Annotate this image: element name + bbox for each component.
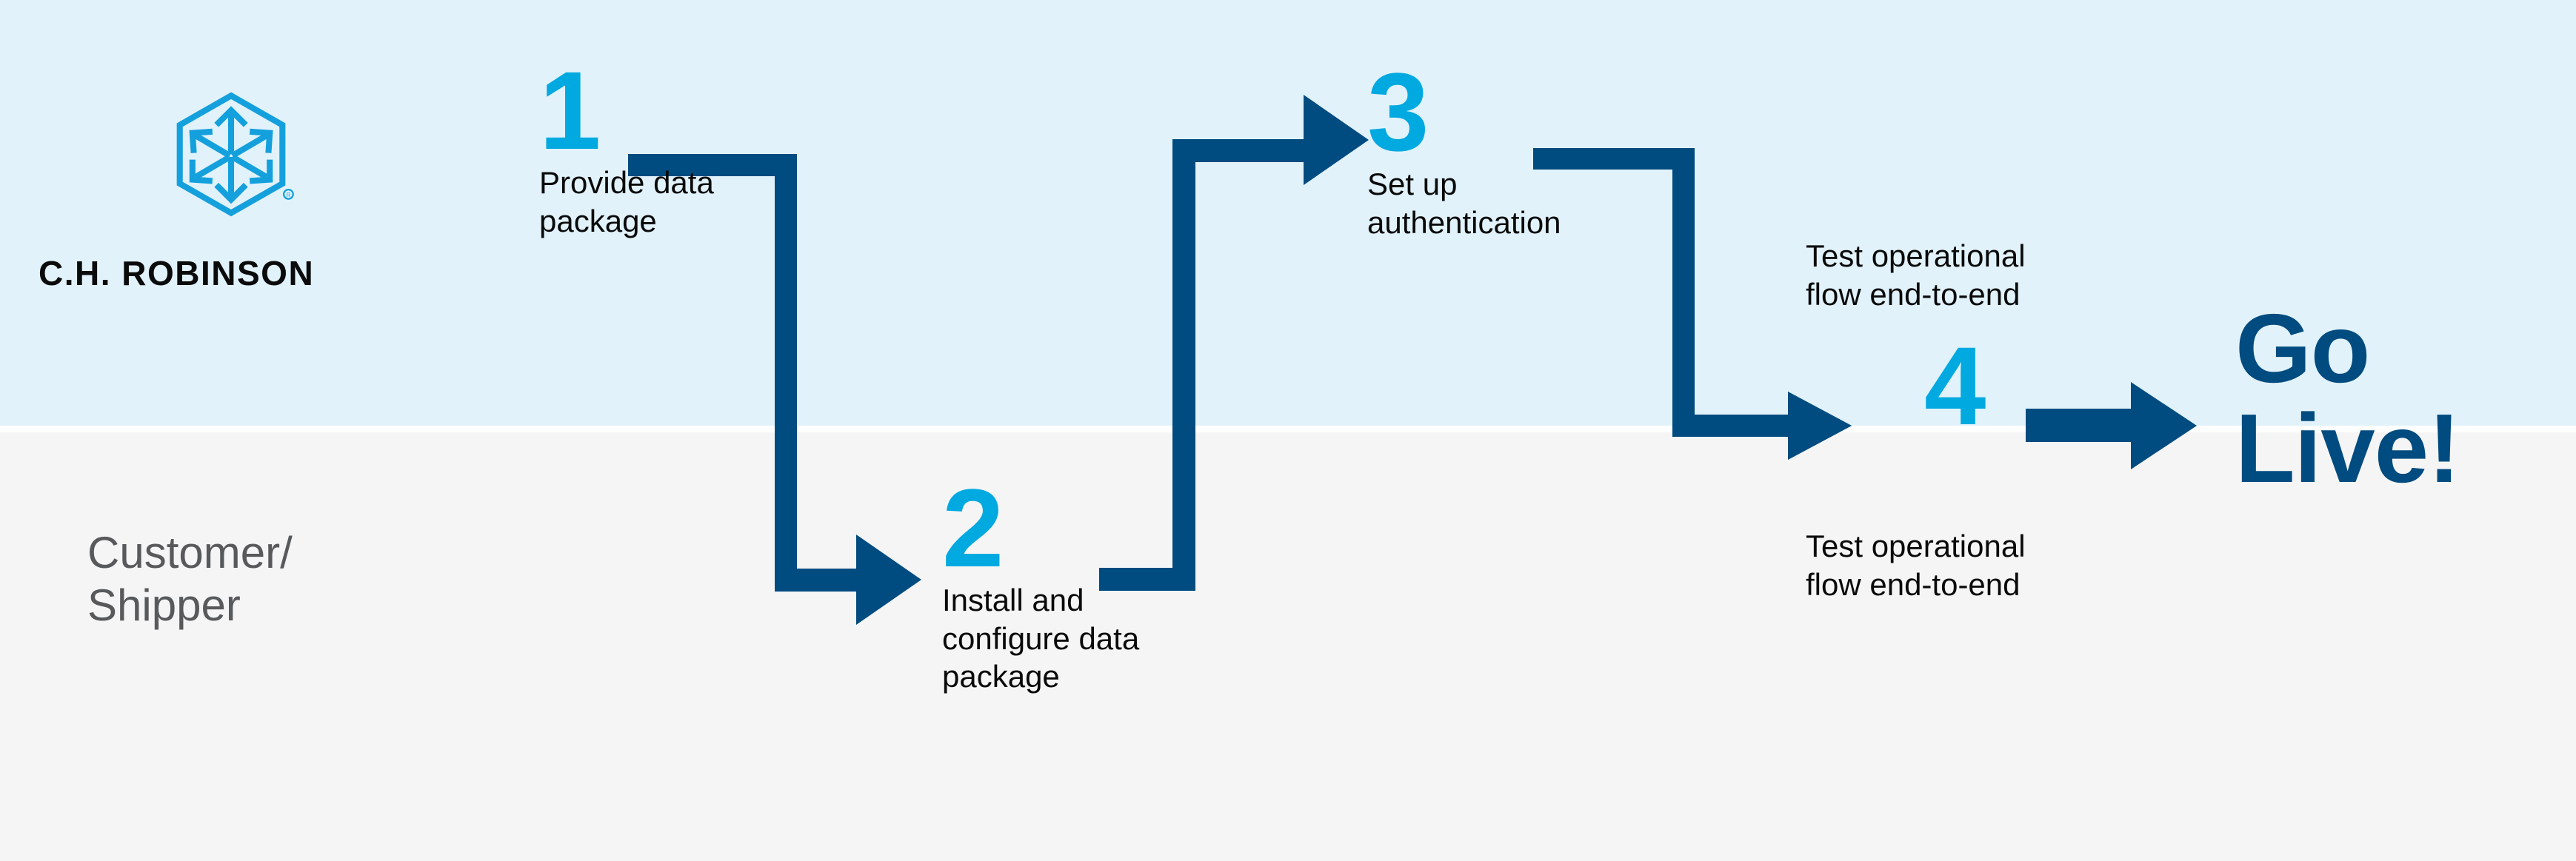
step-3-number: 3 bbox=[1367, 50, 1429, 174]
process-step-3: 3 Set up authentication bbox=[1367, 50, 1678, 241]
connector-3-to-4 bbox=[1533, 148, 1852, 460]
lane-label-customer-shipper: Customer/ Shipper bbox=[87, 527, 443, 632]
step-3-label: Set up authentication bbox=[1367, 167, 1561, 240]
step-2-number: 2 bbox=[942, 466, 1004, 590]
step-3-secondary-label: Test operational flow end-to-end bbox=[1806, 238, 2026, 312]
step-4-label: Test operational flow end-to-end bbox=[1806, 529, 2026, 602]
ch-robinson-logo-icon: R bbox=[164, 90, 298, 224]
background-band-top bbox=[0, 0, 2576, 426]
step-1-label: Provide data package bbox=[539, 165, 714, 238]
brand-wordmark: C.H. ROBINSON bbox=[39, 254, 315, 292]
step-4-number: 4 bbox=[1924, 324, 1986, 448]
connector-1-to-2 bbox=[628, 154, 921, 625]
connector-4-to-golive bbox=[2026, 382, 2197, 469]
svg-text:R: R bbox=[286, 192, 290, 198]
registered-trademark-icon: R bbox=[282, 188, 294, 200]
connector-2-to-3 bbox=[1099, 95, 1369, 591]
process-step-2: 2 Install and configure data package bbox=[942, 466, 1238, 696]
go-live-callout: Go Live! bbox=[2235, 294, 2460, 503]
process-step-4: 4 bbox=[1914, 324, 2225, 448]
background-band-bottom bbox=[0, 432, 2576, 861]
step-2-label: Install and configure data package bbox=[942, 583, 1140, 694]
lane-label-text: Customer/ Shipper bbox=[87, 528, 293, 630]
process-step-1: 1 Provide data package bbox=[539, 48, 850, 240]
step-1-number: 1 bbox=[539, 48, 601, 172]
